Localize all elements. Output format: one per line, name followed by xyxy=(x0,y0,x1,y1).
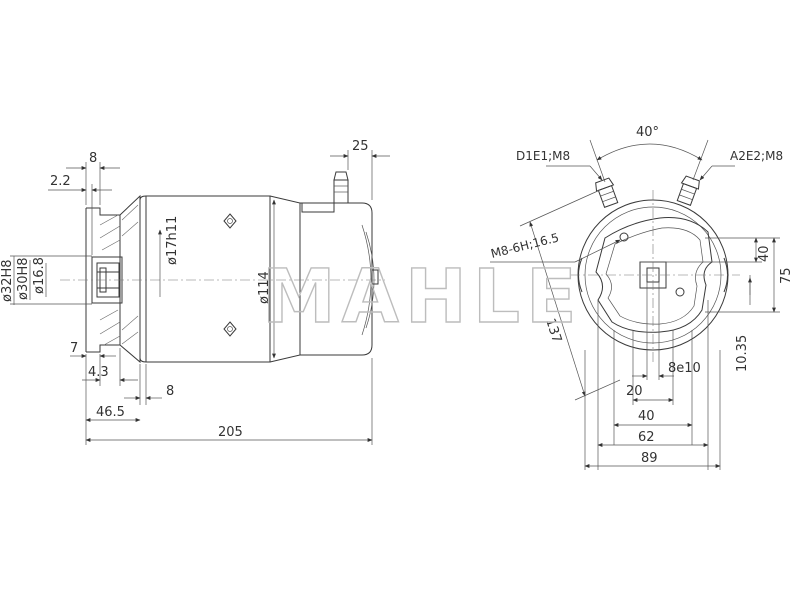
dim-4-3: 4.3 xyxy=(88,365,109,380)
side-dimension-lines xyxy=(10,150,390,445)
dim-7: 7 xyxy=(70,341,78,356)
dim-205: 205 xyxy=(218,425,243,440)
dim-d30h8: ø30H8 xyxy=(16,257,31,300)
dim-8e10: 8e10 xyxy=(668,361,701,376)
dim-75: 75 xyxy=(779,267,794,284)
dim-20: 20 xyxy=(626,384,643,399)
side-view: 8 25 2.2 ø32H8 ø30H8 ø16.8 ø17h11 ø114 7… xyxy=(0,139,390,445)
dim-137: 137 xyxy=(542,317,564,345)
motor-body xyxy=(60,171,385,363)
dim-89: 89 xyxy=(641,451,658,466)
dim-2-2: 2.2 xyxy=(50,174,71,189)
end-view: 40° D1E1;M8 A2E2;M8 M8-6H;16.5 137 40 75… xyxy=(489,125,794,470)
dim-40-vertical: 40 xyxy=(757,245,772,262)
dim-8-bottom: 8 xyxy=(166,384,174,399)
flange-section xyxy=(85,194,141,364)
dim-angle-40: 40° xyxy=(636,125,659,140)
dim-10-35: 10.35 xyxy=(735,335,750,372)
dim-d16-8: ø16.8 xyxy=(32,257,47,294)
terminal-label-a2e2: A2E2;M8 xyxy=(730,149,783,163)
watermark-logo: MAHLE xyxy=(262,254,583,340)
terminal-label-d1e1: D1E1;M8 xyxy=(516,149,570,163)
dim-d32h8: ø32H8 xyxy=(0,259,15,302)
dim-46-5: 46.5 xyxy=(96,405,125,420)
dim-40-horizontal: 40 xyxy=(638,409,655,424)
dim-8-top: 8 xyxy=(89,151,97,166)
dim-d17h11: ø17h11 xyxy=(165,216,180,265)
end-dimension-lines xyxy=(490,139,780,470)
dim-d114: ø114 xyxy=(257,271,272,304)
dim-62: 62 xyxy=(638,430,655,445)
end-housing xyxy=(570,175,740,365)
dim-25: 25 xyxy=(352,139,369,154)
